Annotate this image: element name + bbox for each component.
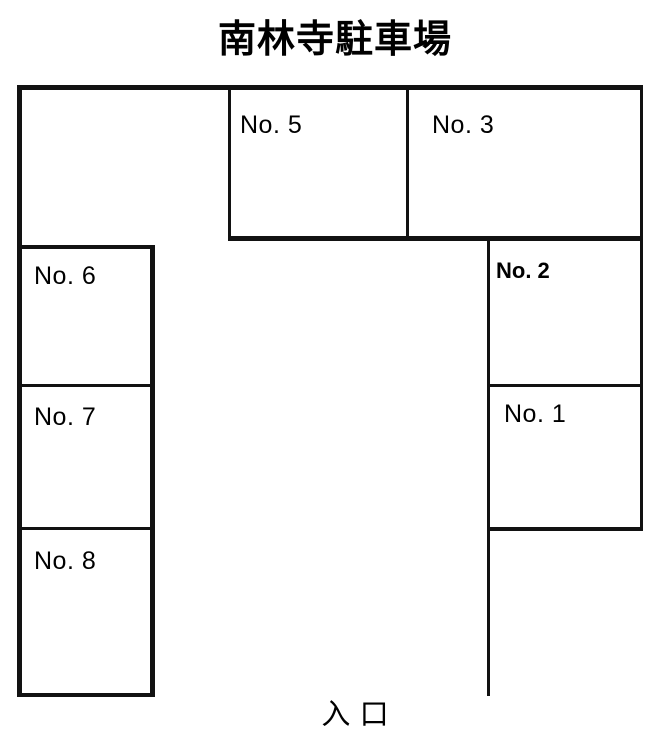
stall-no-1-label: No. 1: [504, 400, 567, 428]
stall-no-5[interactable]: No. 5: [228, 88, 406, 241]
lot-border-top: [17, 85, 643, 90]
left-column-border-bottom: [17, 693, 155, 697]
page-title: 南林寺駐車場: [217, 17, 452, 61]
stall-column-right: No. 2 No. 1: [487, 240, 643, 531]
driveway-guide-line: [487, 528, 490, 696]
left-column-border-top: [17, 245, 155, 249]
stall-no-8[interactable]: No. 8: [17, 530, 155, 697]
stall-no-5-label: No. 5: [240, 111, 303, 139]
entrance-label: 入 口: [321, 697, 389, 731]
stall-no-8-label: No. 8: [34, 547, 97, 575]
lot-border-right: [640, 88, 643, 531]
lot-border-left-upper: [17, 85, 22, 250]
stall-no-1[interactable]: No. 1: [487, 387, 643, 531]
divider-no-6-no-7: [17, 384, 155, 387]
stall-no-7[interactable]: No. 7: [17, 387, 155, 528]
stall-no-3-border-left: [406, 88, 409, 240]
right-column-border-bottom: [487, 527, 643, 531]
left-column-border-right: [150, 245, 155, 697]
stall-no-6-label: No. 6: [34, 262, 97, 290]
stall-no-2[interactable]: No. 2: [487, 240, 643, 385]
stall-column-left: No. 6 No. 7 No. 8: [17, 245, 155, 697]
lot-border-mid-horizontal: [228, 236, 643, 240]
divider-no-7-no-8: [17, 527, 155, 530]
stall-no-2-label: No. 2: [496, 258, 550, 283]
divider-no-2-no-1: [487, 384, 643, 387]
stall-no-3[interactable]: No. 3: [406, 88, 643, 241]
stall-no-6[interactable]: No. 6: [17, 245, 155, 385]
stall-no-7-label: No. 7: [34, 403, 97, 431]
stall-no-3-label: No. 3: [432, 111, 495, 139]
stall-no-5-border-left: [228, 88, 231, 240]
left-column-border-left: [17, 245, 22, 697]
